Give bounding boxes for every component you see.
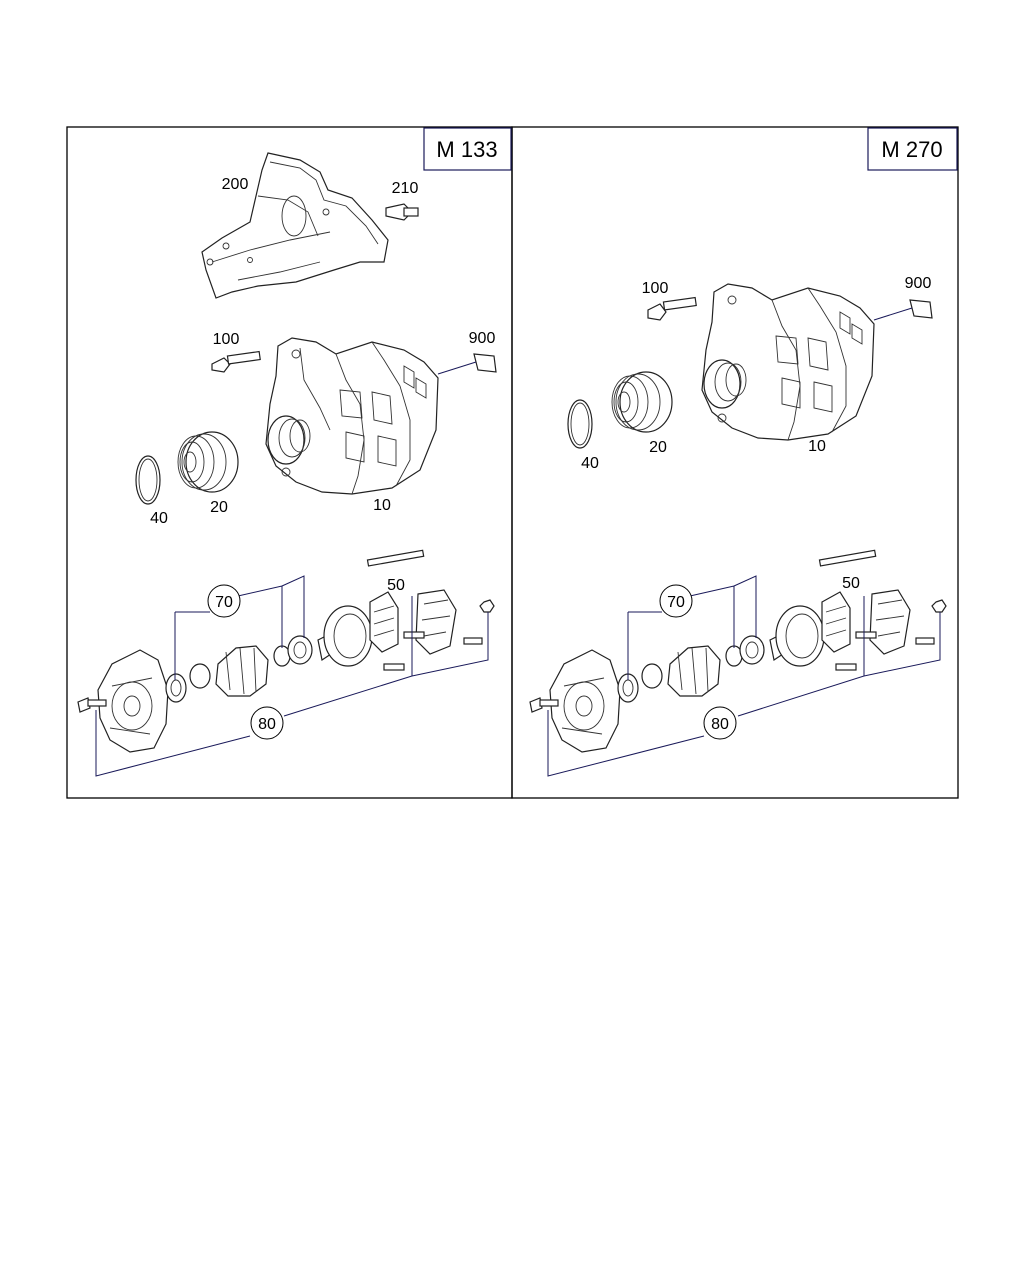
callout-70-left xyxy=(207,584,241,618)
o-ring-40 xyxy=(135,455,161,505)
label-100-left: 100 xyxy=(213,331,240,348)
label-10-left: 10 xyxy=(373,497,391,514)
connector-900 xyxy=(473,353,497,373)
bolt-100-right xyxy=(647,296,697,321)
label-50-right: 50 xyxy=(842,575,860,592)
bolt-210 xyxy=(385,203,419,221)
label-80-right: 80 xyxy=(711,716,729,733)
engine-tag-m133: M 133 xyxy=(423,127,512,171)
engine-tag-m270: M 270 xyxy=(867,127,958,171)
label-210: 210 xyxy=(392,180,419,197)
label-10-right: 10 xyxy=(808,438,826,455)
alternator-10 xyxy=(265,337,439,495)
bolt-100 xyxy=(211,350,261,373)
label-40-right: 40 xyxy=(581,455,599,472)
label-50-left: 50 xyxy=(387,577,405,594)
o-ring-40-right xyxy=(567,399,593,449)
label-40-left: 40 xyxy=(150,510,168,527)
endcover-assembly-left xyxy=(77,549,495,753)
engine-tag-m133-text: M 133 xyxy=(436,137,497,162)
callout-70-right xyxy=(659,584,693,618)
label-900-left: 900 xyxy=(469,330,496,347)
connector-900-right xyxy=(909,299,933,319)
pulley-20 xyxy=(177,431,239,493)
label-70-left: 70 xyxy=(215,594,233,611)
endcover-assembly-right xyxy=(529,549,947,753)
callout-80-right xyxy=(703,706,737,740)
engine-tag-m270-text: M 270 xyxy=(881,137,942,162)
label-70-right: 70 xyxy=(667,594,685,611)
callout-80-left xyxy=(250,706,284,740)
panel-frame-m270 xyxy=(511,126,959,799)
alternator-10-right xyxy=(701,283,875,441)
label-20-right: 20 xyxy=(649,439,667,456)
label-80-left: 80 xyxy=(258,716,276,733)
label-200: 200 xyxy=(222,176,249,193)
label-900-right: 900 xyxy=(905,275,932,292)
heat-shield-200 xyxy=(201,152,389,299)
label-20-left: 20 xyxy=(210,499,228,516)
label-100-right: 100 xyxy=(642,280,669,297)
pulley-20-right xyxy=(611,371,673,433)
